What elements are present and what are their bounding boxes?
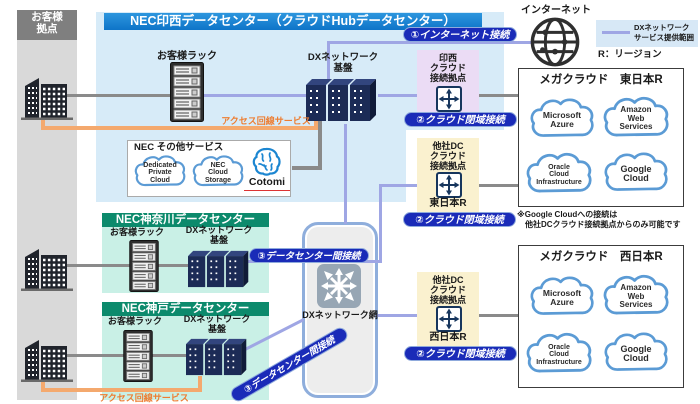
access-line-inzai-v2: [314, 118, 318, 130]
west-hub-region-label: 西日本R: [429, 332, 467, 343]
kobe-dc-title: NEC神戸データセンター: [102, 302, 269, 316]
google-cloud-east: Google Cloud: [601, 147, 671, 197]
kanagawa-dc-title: NEC神奈川データセンター: [102, 213, 269, 227]
line-building2-rack: [62, 264, 192, 267]
customer-rack-icon-inzai: [170, 62, 204, 122]
access-line-inzai-h: [41, 126, 318, 130]
line-rack-switch-inzai: [202, 94, 308, 97]
mega-cloud-west-title: メガクラウド 西日本R: [539, 251, 663, 263]
inzai-dc-title: NEC印西データセンター（クラウドHubデータセンター）: [104, 13, 482, 30]
line-west-hub-mega: [462, 314, 520, 317]
east-dc-hub-label: 他社DC クラウド 接続拠点: [429, 141, 466, 172]
kanagawa-rack-label: お客様ラック: [109, 227, 164, 237]
legend-line-sample: [602, 31, 630, 34]
aws-cloud-east: Amazon Web Services: [600, 91, 672, 143]
dx-network-cloud-icon: [317, 264, 361, 308]
line-other-services-horz: [292, 166, 322, 170]
google-cloud-west: Google Cloud: [601, 327, 671, 377]
building-icon-2: [21, 249, 73, 291]
badge-cloud-closed-inzai: ②クラウド閉域接続: [404, 112, 517, 127]
oracle-cloud-west: Oracle Cloud Infrastructure: [523, 327, 595, 379]
line-switch-inzai-hub: [378, 94, 428, 97]
badge-cloud-closed-west: ②クラウド閉域接続: [404, 346, 517, 361]
customer-rack-icon-kanagawa: [129, 240, 159, 292]
line-east-hub-mega: [462, 184, 520, 187]
badge-internet-connection: ①インターネット接続: [403, 27, 517, 42]
cloud-icon: [134, 155, 186, 187]
inzai-cloud-hub-label: 印西 クラウド 接続拠点: [429, 53, 466, 84]
dx-switch-stack-inzai: [306, 79, 376, 121]
inzai-dx-label: DXネットワーク 基盤: [307, 52, 379, 74]
aws-cloud-west: Amazon Web Services: [600, 269, 672, 321]
line-other-services-vert: [318, 120, 322, 170]
line-inzai-hub-mega-east: [462, 94, 520, 97]
kanagawa-dx-label: DXネットワーク 基盤: [185, 225, 253, 246]
dedicated-private-cloud: Dedicated Private Cloud: [132, 151, 188, 191]
nec-cloud-storage-cloud: NEC Cloud Storage: [190, 151, 246, 191]
router-icon-west-hub: [436, 306, 462, 332]
azure-cloud-west: Microsoft Azure: [527, 271, 597, 321]
access-line-kobe-h: [41, 388, 202, 392]
router-icon-inzai-hub: [436, 86, 462, 112]
badge-cloud-closed-east: ②クラウド閉域接続: [403, 212, 516, 227]
router-icon-east-hub: [436, 172, 462, 198]
line-east-hub-horz: [379, 184, 437, 187]
azure-cloud-east: Microsoft Azure: [527, 93, 597, 143]
building-icon-1: [21, 78, 73, 120]
dx-switch-stack-kanagawa: [188, 250, 249, 288]
mega-cloud-east-title: メガクラウド 東日本R: [539, 74, 663, 86]
dx-network-cloud-label: DXネットワーク網: [302, 310, 378, 320]
line-west-hub-horz: [376, 314, 437, 317]
line-internet-horizontal: [327, 41, 536, 44]
legend-region-note: R：リージョン: [598, 49, 662, 60]
kobe-rack-label: お客様ラック: [107, 316, 162, 326]
east-hub-region-label: 東日本R: [429, 198, 467, 209]
dx-switch-stack-kobe: [186, 338, 247, 376]
google-cloud-note: ※Google Cloudへの接続は 他社DCクラウド接続拠点からのみ可能です: [517, 210, 681, 230]
access-line-kobe-v2: [198, 376, 202, 392]
kobe-access-line-label: アクセス回線サービス: [99, 393, 189, 403]
line-inzai-network: [344, 124, 347, 224]
cloud-icon: [192, 155, 244, 187]
kobe-dx-label: DXネットワーク 基盤: [183, 314, 251, 335]
oracle-cloud-east: Oracle Cloud Infrastructure: [523, 147, 595, 199]
customer-rack-icon-kobe: [123, 330, 153, 382]
internet-globe-icon: [530, 17, 580, 67]
customer-sites-header: お客様 拠点: [17, 10, 77, 40]
line-internet-vertical: [327, 41, 330, 81]
internet-label: インターネット: [521, 5, 591, 16]
customer-sites-column: [17, 10, 77, 400]
cotomi-label: Cotomi: [244, 176, 290, 191]
legend-service-scope-label: DXネットワーク サービス提供範囲: [634, 23, 694, 42]
line-east-hub-vert: [379, 186, 382, 263]
other-services-title: NEC その他サービス: [134, 142, 224, 153]
line-building1-rack: [62, 94, 172, 97]
west-dc-hub-label: 他社DC クラウド 接続拠点: [429, 275, 466, 306]
building-icon-3: [21, 340, 73, 382]
inzai-access-line-label: アクセス回線サービス: [221, 116, 311, 126]
cotomi-brain-icon: [252, 147, 281, 176]
badge-dc-interconnect-kanagawa: ③データセンター間接続: [249, 248, 369, 263]
inzai-rack-label: お客様ラック: [157, 51, 217, 62]
